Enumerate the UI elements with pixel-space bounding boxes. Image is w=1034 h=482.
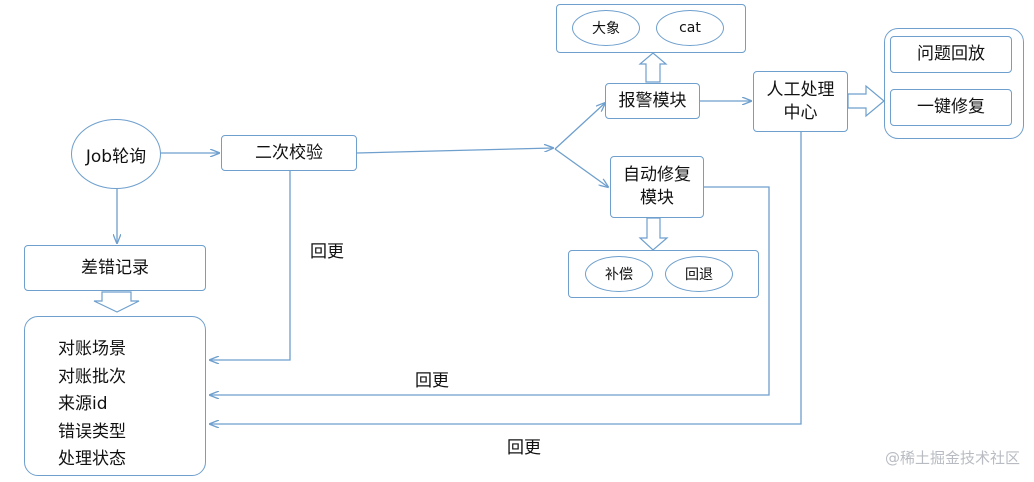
block-arrow-autofix-down <box>638 217 669 251</box>
alarm-module-node: 报警模块 <box>605 83 700 119</box>
edge-branch-to-autofix <box>554 148 608 187</box>
one-click-fix-node: 一键修复 <box>890 89 1012 126</box>
edge-branch-to-alarm <box>554 103 605 150</box>
job-poll-node: Job轮询 <box>71 119 161 189</box>
compensate-label: 补偿 <box>605 267 633 283</box>
error-record-node: 差错记录 <box>24 245 206 291</box>
edge-check-update <box>210 171 291 360</box>
secondary-check-node: 二次校验 <box>221 135 357 171</box>
edge-label-manual-update: 回更 <box>507 438 541 458</box>
cat-channel: cat <box>656 10 724 46</box>
block-arrow-alarm-up <box>638 52 668 83</box>
auto-fix-module-node: 自动修复 模块 <box>610 156 704 218</box>
rollback-action: 回退 <box>665 256 733 292</box>
block-arrow-record-down <box>93 291 140 313</box>
secondary-check-label: 二次校验 <box>255 142 323 163</box>
cat-label: cat <box>679 20 701 36</box>
record-field: 对账场景 <box>58 339 126 359</box>
block-arrow-manual-right <box>847 84 885 118</box>
edge-label-check-update: 回更 <box>310 242 344 262</box>
problem-replay-node: 问题回放 <box>890 36 1012 73</box>
job-poll-label: Job轮询 <box>85 146 147 167</box>
auto-fix-module-label: 自动修复 模块 <box>623 165 691 208</box>
compensate-action: 补偿 <box>585 256 653 292</box>
problem-replay-label: 问题回放 <box>917 44 985 65</box>
record-fields-box <box>24 316 206 476</box>
alarm-module-label: 报警模块 <box>618 90 687 111</box>
elephant-label: 大象 <box>592 21 620 37</box>
edge-label-autofix-update: 回更 <box>415 371 449 391</box>
one-click-fix-label: 一键修复 <box>917 97 985 118</box>
edge-check-to-branch <box>356 148 553 154</box>
record-field: 处理状态 <box>58 449 126 469</box>
record-fields-list: 对账场景 对账批次 来源id 错误类型 处理状态 <box>58 336 126 474</box>
manual-center-label: 人工处理 中心 <box>766 79 835 123</box>
rollback-label: 回退 <box>685 267 713 283</box>
watermark-text: @稀土掘金技术社区 <box>884 449 1020 467</box>
error-record-label: 差错记录 <box>81 257 149 278</box>
elephant-channel: 大象 <box>572 10 640 46</box>
record-field: 对账批次 <box>58 366 126 387</box>
manual-center-node: 人工处理 中心 <box>753 71 848 132</box>
record-field: 错误类型 <box>58 421 126 442</box>
record-field: 来源id <box>58 394 108 414</box>
